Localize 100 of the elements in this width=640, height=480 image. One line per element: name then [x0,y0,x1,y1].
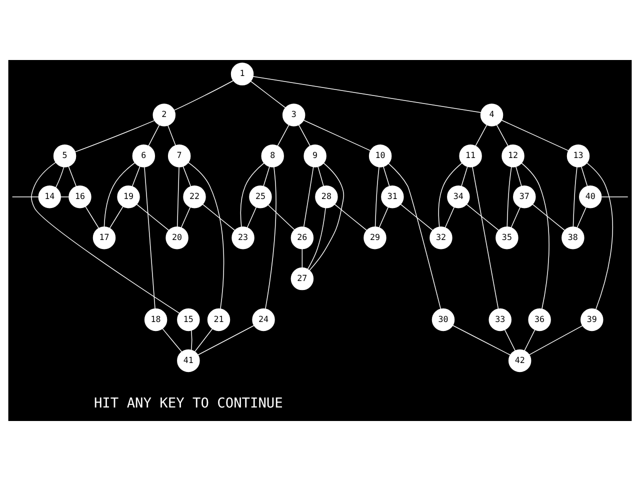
connector [197,324,254,355]
connector [501,119,569,151]
node-circle: 24 [252,308,275,331]
connector [303,119,371,151]
node-circle: 28 [315,185,338,208]
node-circle: 22 [183,185,206,208]
node-circle: 25 [249,185,272,208]
connector [180,206,191,228]
node-circle: 40 [579,185,602,208]
connector [461,166,468,186]
node-circle: 37 [513,185,536,208]
node-circle: 9 [304,144,326,167]
connector [174,80,234,110]
connector [252,76,482,112]
connector [572,166,578,227]
connector [438,162,462,227]
connector [74,120,155,152]
node-circle: 5 [53,144,76,167]
connector [506,166,512,227]
connector [576,206,587,228]
node-circle: 30 [432,308,455,331]
connector [191,330,192,350]
connector [136,203,169,230]
node-circle: 4 [480,103,504,126]
connector [188,162,224,309]
node-circle: 23 [232,226,254,249]
node-circle: 35 [496,226,518,249]
connector [452,324,511,355]
connector [268,204,295,230]
connector [240,162,264,227]
node-circle: 14 [38,185,61,208]
connector [318,166,324,186]
connector [302,248,303,268]
connector [148,124,160,146]
node-circle: 17 [92,226,116,249]
node-circle: 19 [117,185,140,208]
node-circle: 27 [290,266,314,290]
connector [444,206,455,228]
node-circle: 20 [166,226,188,249]
connector [382,166,390,186]
connector [378,206,389,228]
connector [475,124,488,146]
connector [510,206,521,228]
connector [85,206,100,228]
connector [55,166,64,188]
node-circle: 21 [207,308,230,331]
connector [303,166,314,227]
node-circle: 31 [381,185,404,208]
node-circle: 34 [447,185,470,208]
node-circle: 15 [177,308,200,331]
connector [524,328,536,351]
node-circle: 29 [364,226,386,249]
connector [194,328,213,352]
connector [250,80,286,108]
connector [31,162,180,314]
node-circle: 39 [580,308,604,331]
connector [309,162,344,270]
connector [168,124,176,146]
connector [580,166,588,186]
connector [496,124,508,146]
connector [388,162,442,309]
connector [586,162,613,310]
node-circle: 32 [430,226,452,249]
node-circle: 10 [368,144,392,167]
connector [277,124,290,146]
connector [528,324,583,355]
connector [334,203,367,230]
node-circle: 11 [459,144,482,167]
node-circle: 18 [144,308,168,331]
connector [601,196,628,197]
node-circle: 12 [502,144,524,167]
connector [298,124,311,146]
connector [60,196,70,197]
node-circle: 33 [488,308,512,331]
connector [132,166,140,186]
connector [246,206,257,228]
connector [532,203,565,230]
label: HIT ANY KEY TO CONTINUE [94,395,283,412]
connector [307,207,326,270]
node-circle: 36 [528,308,551,331]
connector [265,166,276,309]
node-circle: 41 [177,348,200,372]
connector [472,166,499,309]
connector [109,206,124,228]
node-circle: 42 [508,348,532,372]
connector [521,162,550,309]
node-circle: 26 [290,226,314,249]
node-circle: 3 [282,103,306,126]
connector [400,203,433,230]
connector [12,196,39,197]
connector [176,166,180,227]
connector [374,166,380,227]
node-circle: 1 [230,62,254,85]
node-circle: 13 [566,144,590,167]
connector [466,203,499,230]
connector [104,162,136,227]
connector [182,166,192,186]
node-circle: 8 [261,144,284,167]
node-circle: 7 [168,144,191,167]
node-circle: 38 [562,226,584,249]
